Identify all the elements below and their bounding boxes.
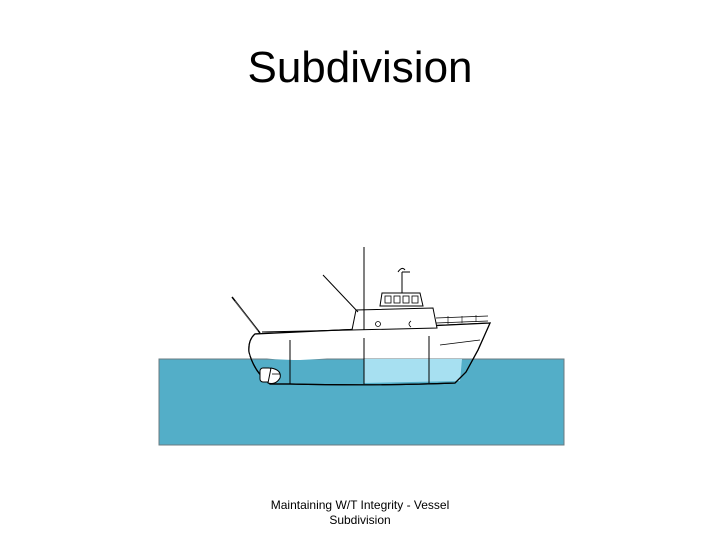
flooded-compartment [364,359,462,383]
sea [158,358,565,446]
hull-strake [439,339,481,346]
wheelhouse-window [384,295,392,304]
hull-upper [248,323,490,360]
hull-outline [248,322,491,386]
wheelhouse-window [393,295,401,304]
footer-line-2: Subdivision [329,513,391,527]
rudder-icon [267,367,281,384]
page-title: Subdivision [247,43,473,92]
porthole-2 [408,320,412,328]
deck-line [261,329,353,333]
boom [322,274,359,313]
wheelhouse-window [411,295,419,304]
deckhouse [351,307,438,331]
radar-icon [397,267,410,273]
slide-footer: Maintaining W/T Integrity - Vessel Subdi… [210,498,510,528]
porthole [375,321,381,327]
wheelhouse-window [402,295,410,304]
footer-line-1: Maintaining W/T Integrity - Vessel [270,498,450,512]
